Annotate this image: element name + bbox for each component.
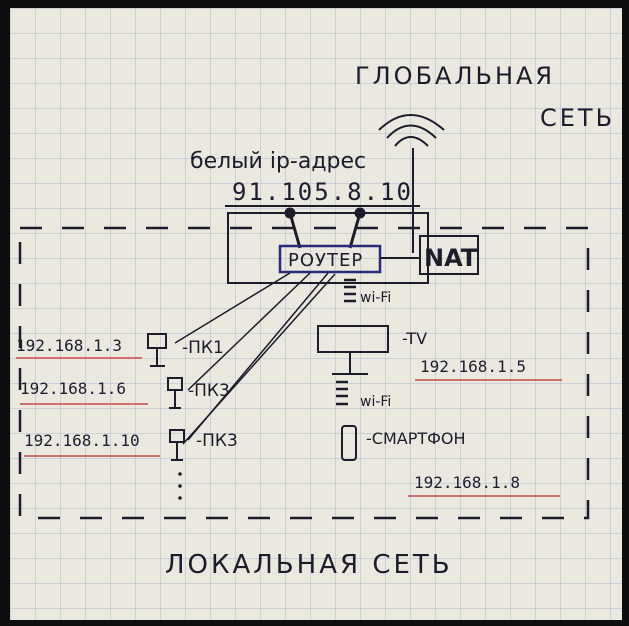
tv-ip: 192.168.1.5 — [420, 357, 526, 376]
smartphone-ip: 192.168.1.8 — [414, 473, 520, 492]
pc2-ip: 192.168.1.6 — [20, 379, 126, 398]
smartphone-icon — [341, 425, 357, 461]
radio-waves-icon — [378, 114, 445, 147]
pc1-ip: 192.168.1.3 — [16, 336, 122, 355]
wifi-tv-signal-icon — [344, 278, 356, 303]
more-devices-ellipsis — [178, 472, 182, 500]
router-housing — [227, 212, 429, 284]
wifi-tv-label: wi-Fi — [360, 290, 391, 306]
global-network-label-line2: СЕТЬ — [540, 104, 615, 132]
wifi-phone-label: wi-Fi — [360, 394, 391, 410]
router-label: РОУТЕР — [288, 250, 363, 271]
tv-name: -TV — [402, 329, 427, 348]
local-network-boundary — [18, 226, 590, 520]
pc1-row: 192.168.1.3 -ПК1 — [16, 333, 224, 367]
white-ip-value: 91.105.8.10 — [232, 178, 413, 206]
nat-label: NAT — [424, 244, 478, 272]
notebook-page: ГЛОБАЛЬНАЯ СЕТЬ белый ip-адрес 91.105.8.… — [10, 8, 622, 620]
pc2-name: -ПК3 — [188, 381, 230, 401]
wifi-phone-signal-icon — [336, 380, 348, 406]
tv-icon — [317, 325, 389, 353]
pc3-row: 192.168.1.10 -ПК3 — [24, 429, 238, 461]
pc3-ip: 192.168.1.10 — [24, 431, 140, 450]
local-network-label: ЛОКАЛЬНАЯ СЕТЬ — [165, 550, 453, 580]
nat-box — [419, 235, 479, 275]
pc3-name: -ПК3 — [196, 431, 238, 451]
lan-cables — [174, 272, 336, 445]
router-antenna-icon — [284, 207, 366, 249]
pc2-row: 192.168.1.6 -ПК3 — [20, 377, 230, 409]
pc1-name: -ПК1 — [182, 338, 224, 358]
white-ip-label: белый ip-адрес — [190, 149, 366, 174]
grid-lines — [10, 8, 622, 620]
global-network-label-line1: ГЛОБАЛЬНАЯ — [355, 62, 555, 90]
smartphone-name: -СМАРТФОН — [366, 429, 466, 448]
